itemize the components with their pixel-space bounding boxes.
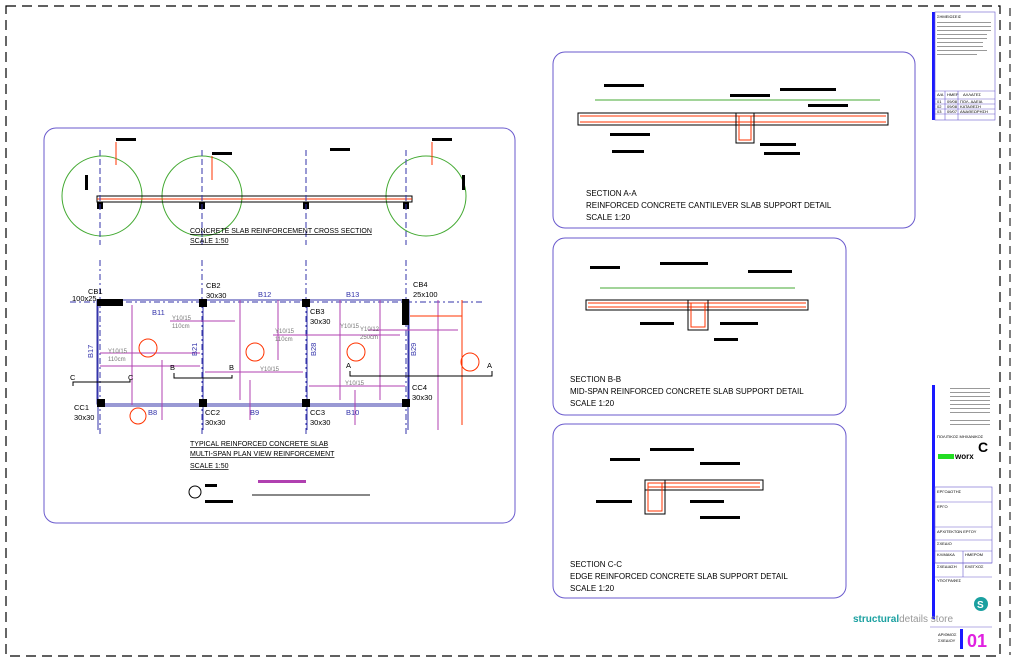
client-label: ΕΡΓΟΔΟΤΗΣ [937,489,962,494]
cross-section-scale: SCALE 1:50 [190,238,229,245]
rev-header: ΑΛΛΑΓΕΣ [963,92,982,97]
sheet-no-label: ΣΧΕΔΙΟΥ [938,638,956,643]
date-label: ΗΜΕΡΟΜ [965,552,983,557]
rev-cell: 02 [937,104,942,109]
section-marker-a: A [346,361,351,370]
rebar-label: Y10/15 [172,316,192,322]
signatures-label: ΥΠΟΓΡΑΦΕΣ [937,578,962,583]
beam-b17: B17 [86,345,95,358]
plan-title-1: TYPICAL REINFORCED CONCRETE SLAB [190,441,329,448]
rev-cell: 09/08 [947,104,958,109]
column-cc4: CC4 [412,383,427,392]
rebar-label: Y10/15 [275,329,295,335]
rebar-label: 110cm [108,357,126,363]
rev-cell: ΠΟΛ. ΑΔΕΙΑ [960,99,983,104]
section-marker-c: C [70,373,76,382]
rev-cell: 03 [937,109,942,114]
beam-b11: B11 [152,308,165,317]
logo-text: worx [954,452,974,461]
rebar-label: Y10/12 [360,327,380,333]
brand-logo-icon [974,597,988,611]
svg-text:S: S [977,600,984,611]
rebar-label: 110cm [275,337,293,343]
plan-scale: SCALE 1:50 [190,463,229,470]
rev-header: Α/Α [937,92,944,97]
legend-symbols [188,480,370,503]
rebar-label: Y10/15 [340,324,360,330]
column-cb1: CB1 [88,287,103,296]
scale-label: ΚΛΙΜΑΚΑ [937,552,955,557]
section-c-panel: SECTION C-C EDGE REINFORCED CONCRETE SLA… [552,423,847,599]
section-c-scale: SCALE 1:20 [570,584,615,593]
logo-mark [938,454,954,459]
rebar-label: 250cm [360,335,378,341]
section-marker-b: B [170,363,175,372]
rebar-label: 110cm [172,324,190,330]
checked-label: ΕΛΕΓΧΟΣ [965,564,984,569]
beam-b9: B9 [250,408,259,417]
plan-panel [43,127,516,524]
sheet-border [5,5,1001,657]
column-cc1-size: 30x30 [74,413,94,422]
rev-cell: ΚΑΤΑΘΕΣΗ [960,104,981,109]
column-cc1: CC1 [74,403,89,412]
rev-header: ΗΜΕΡ [947,92,959,97]
beam-b8: B8 [148,408,157,417]
rebar-label: Y10/15 [345,381,365,387]
column-cb3: CB3 [310,307,325,316]
notes-header: ΣΗΜΕΙΩΣΕΙΣ [937,14,962,19]
beam-b13: B13 [346,290,359,299]
section-b-scale: SCALE 1:20 [570,399,615,408]
section-c-desc: EDGE REINFORCED CONCRETE SLAB SUPPORT DE… [570,572,788,581]
beam-b28: B28 [309,343,318,356]
rebar-label: Y10/15 [260,367,280,373]
rev-cell: ΑΝΑΘΕΩΡΗΣΗ [960,109,988,114]
drawing-label: ΣΧΕΔΙΟ [937,541,952,546]
section-b-desc: MID-SPAN REINFORCED CONCRETE SLAB SUPPOR… [570,387,804,396]
title-block: ΣΗΜΕΙΩΣΕΙΣ Α/Α ΗΜΕΡ ΑΛΛΑΓΕΣ 01 09/08 ΠΟΛ… [853,11,996,651]
rebar-label: Y10/15 [108,349,128,355]
svg-text:C: C [978,439,988,455]
column-cb3-size: 30x30 [310,317,330,326]
section-a-panel: SECTION A-A REINFORCED CONCRETE CANTILEV… [552,51,916,229]
column-cc4-size: 30x30 [412,393,432,402]
column-cb4-size: 25x100 [413,290,438,299]
column-cb2: CB2 [206,281,221,290]
cross-section: CONCRETE SLAB REINFORCEMENT CROSS SECTIO… [61,138,467,245]
column-cc3: CC3 [310,408,325,417]
brand-name: structuraldetails store [853,614,953,625]
section-a-desc: REINFORCED CONCRETE CANTILEVER SLAB SUPP… [586,201,832,210]
beam-b29: B29 [409,343,418,356]
section-b-panel: SECTION B-B MID-SPAN REINFORCED CONCRETE… [552,237,847,416]
beam-b12: B12 [258,290,271,299]
project-label: ΕΡΓΟ [937,504,948,509]
sheet-no-label: ΑΡΙΘΜΟΣ [938,632,957,637]
beam-b10: B10 [346,408,359,417]
column-cc3-size: 30x30 [310,418,330,427]
column-cb1-size: 100x25 [72,294,97,303]
plan-title-2: MULTI-SPAN PLAN VIEW REINFORCEMENT [190,451,335,458]
designer-label: ΠΟΛΙΤΙΚΟΣ ΜΗΧΑΝΙΚΟΣ [937,434,984,439]
column-cc2: CC2 [205,408,220,417]
plan-view: CB1 100x25 CB2 30x30 CB3 30x30 CB4 25x10… [70,260,493,503]
rev-cell: 09/07 [947,109,958,114]
section-b-name: SECTION B-B [570,375,621,384]
section-marker-c: C [128,373,134,382]
section-a-scale: SCALE 1:20 [586,213,631,222]
rev-cell: 09/08 [947,99,958,104]
section-a-name: SECTION A-A [586,189,637,198]
section-c-name: SECTION C-C [570,560,622,569]
column-cb2-size: 30x30 [206,291,226,300]
architect-label: ΑΡΧΙΤΕΚΤΩΝ ΕΡΓΟΥ [937,529,977,534]
cross-section-title: CONCRETE SLAB REINFORCEMENT CROSS SECTIO… [190,228,372,235]
sheet-number: 01 [967,631,987,651]
beam-b21: B21 [190,343,199,356]
rev-cell: 01 [937,99,942,104]
section-marker-b: B [229,363,234,372]
column-cb4: CB4 [413,280,428,289]
column-cc2-size: 30x30 [205,418,225,427]
drawn-label: ΣΧΕΔΙΑΣΗ [937,564,957,569]
section-marker-a: A [487,361,492,370]
